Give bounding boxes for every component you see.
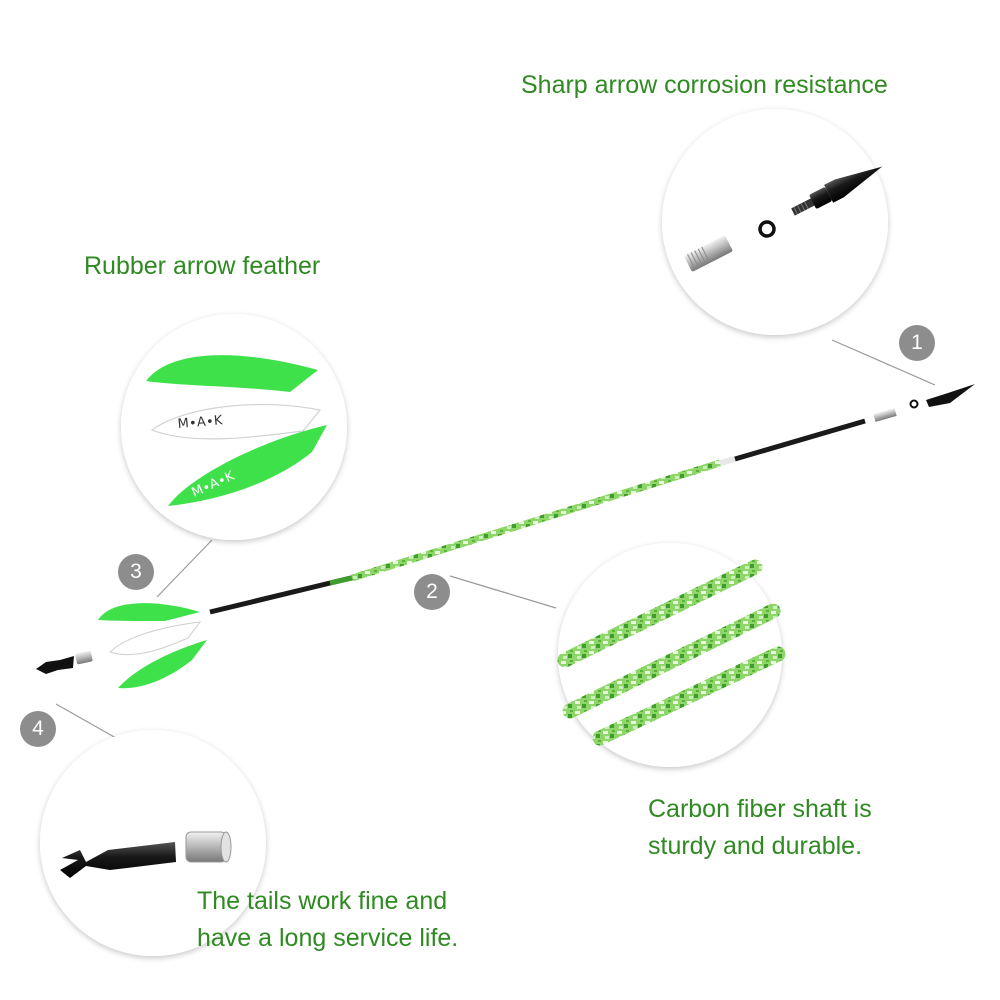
caption-nock: The tails work fine and have a long serv… — [197, 883, 458, 957]
leader-line-tip — [831, 339, 936, 386]
nock-detail-circle — [40, 730, 266, 956]
bushing-icon — [185, 831, 232, 863]
leader-line-shaft — [449, 575, 557, 609]
o-ring-icon — [758, 220, 776, 238]
shaft-detail-circle — [557, 543, 786, 767]
fletching-icon: M∙A∙K M∙A∙K — [146, 355, 327, 506]
tip-detail-circle — [662, 109, 888, 335]
caption-nock-line: have a long service life. — [197, 924, 459, 952]
leader-line-vane — [156, 539, 213, 598]
insert-icon — [684, 235, 733, 272]
caption-tip: Sharp arrow corrosion resistance — [521, 71, 888, 99]
carbon-shaft-icon — [557, 559, 786, 746]
nock-icon — [60, 842, 176, 878]
vane-print-text: M∙A∙K — [177, 413, 224, 432]
main-arrow — [36, 384, 975, 689]
leader-line-nock — [55, 703, 124, 743]
step-badge-2: 2 — [414, 574, 450, 610]
step-badge-1: 1 — [899, 325, 935, 361]
caption-vane: Rubber arrow feather — [84, 252, 321, 280]
caption-shaft: Carbon fiber shaft is sturdy and durable… — [648, 791, 872, 865]
caption-shaft-line: Carbon fiber shaft is — [648, 795, 872, 823]
leader-lines — [55, 339, 936, 743]
caption-shaft-line: sturdy and durable. — [648, 832, 863, 860]
step-badge-3: 3 — [118, 554, 154, 590]
caption-nock-line: The tails work fine and — [197, 887, 448, 915]
step-badge-4: 4 — [20, 711, 56, 747]
vane-detail-circle: M∙A∙K M∙A∙K — [121, 314, 347, 540]
arrow-tip-icon — [791, 166, 883, 216]
